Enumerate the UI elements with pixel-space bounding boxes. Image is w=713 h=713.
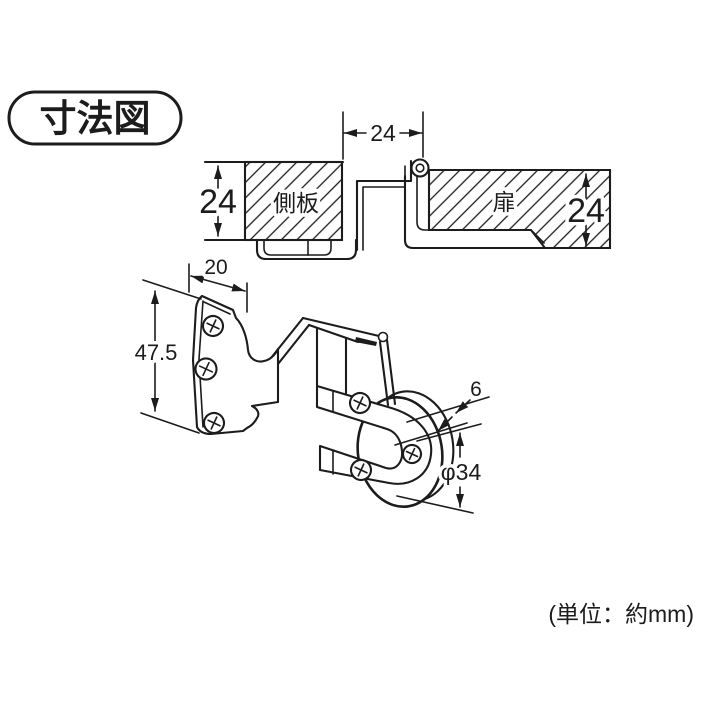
screw bbox=[201, 314, 225, 338]
dim-plate-width: 20 bbox=[188, 253, 248, 313]
hinge-arm-section bbox=[355, 159, 413, 252]
dim-plate-height-value: 47.5 bbox=[135, 340, 178, 365]
dim-top-width-value: 24 bbox=[370, 120, 396, 146]
title-badge: 寸法図 bbox=[7, 90, 183, 146]
cross-section-view: 24 24 24 側板 扉 bbox=[196, 111, 612, 261]
side-panel-section bbox=[243, 160, 344, 242]
stirrup-bracket bbox=[315, 384, 433, 485]
side-panel-label: 側板 bbox=[273, 190, 319, 216]
hinge-pivot bbox=[410, 158, 430, 178]
door-label: 扉 bbox=[493, 189, 516, 215]
screws bbox=[194, 314, 423, 482]
title-badge-label: 寸法図 bbox=[40, 98, 151, 139]
isometric-view: 20 47.5 6 φ34 bbox=[131, 253, 490, 514]
screw bbox=[401, 443, 423, 465]
arm-shaded-edge bbox=[355, 337, 377, 346]
dim-disc-thickness: 6 bbox=[394, 375, 490, 446]
dim-side-panel-height: 24 bbox=[196, 165, 240, 237]
dim-plate-height: 47.5 bbox=[131, 279, 202, 434]
screw bbox=[194, 357, 218, 381]
dim-side-panel-height-value: 24 bbox=[199, 183, 237, 221]
screw bbox=[349, 458, 373, 482]
dim-disc-diameter-value: φ34 bbox=[441, 459, 482, 485]
dim-door-height: 24 bbox=[564, 173, 608, 247]
dim-plate-width-value: 20 bbox=[204, 256, 227, 279]
pivot-pin-end bbox=[377, 331, 389, 343]
dim-top-width: 24 bbox=[342, 111, 424, 160]
dim-disc-diameter: φ34 bbox=[396, 423, 485, 514]
dim-door-height-value: 24 bbox=[567, 192, 605, 230]
screw bbox=[348, 391, 372, 415]
hinge-cup bbox=[255, 238, 358, 261]
door-wing-plate bbox=[403, 174, 547, 250]
dim-disc-thickness-value: 6 bbox=[470, 378, 482, 401]
screw bbox=[202, 411, 226, 435]
unit-note: (単位：約mm) bbox=[548, 601, 694, 627]
title-badge-outline bbox=[7, 90, 183, 146]
